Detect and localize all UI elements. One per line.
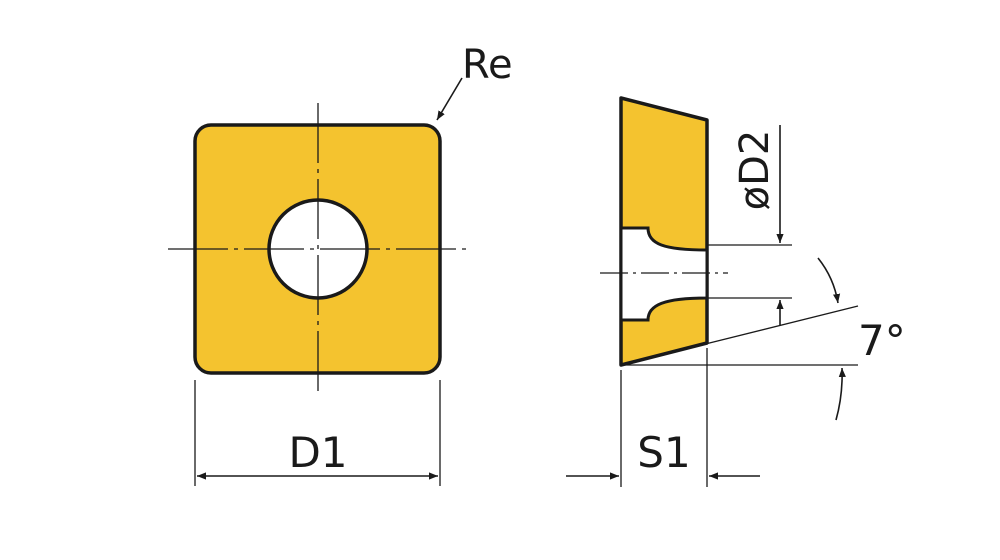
- angle-arc-arrow-lower: [835, 367, 846, 421]
- insert-top-view: Re D1: [168, 42, 513, 486]
- d1-label: D1: [288, 428, 347, 477]
- angle-slant-line: [620, 305, 859, 366]
- d2-label: øD2: [732, 130, 778, 211]
- insert-side-view: øD2 7° S1: [566, 96, 906, 487]
- s1-label: S1: [637, 428, 690, 477]
- angle-label: 7°: [858, 316, 906, 365]
- corner-radius-leader-arrow: [436, 77, 463, 121]
- corner-radius-label: Re: [462, 42, 513, 88]
- angle-arc-arrow-upper: [817, 257, 841, 304]
